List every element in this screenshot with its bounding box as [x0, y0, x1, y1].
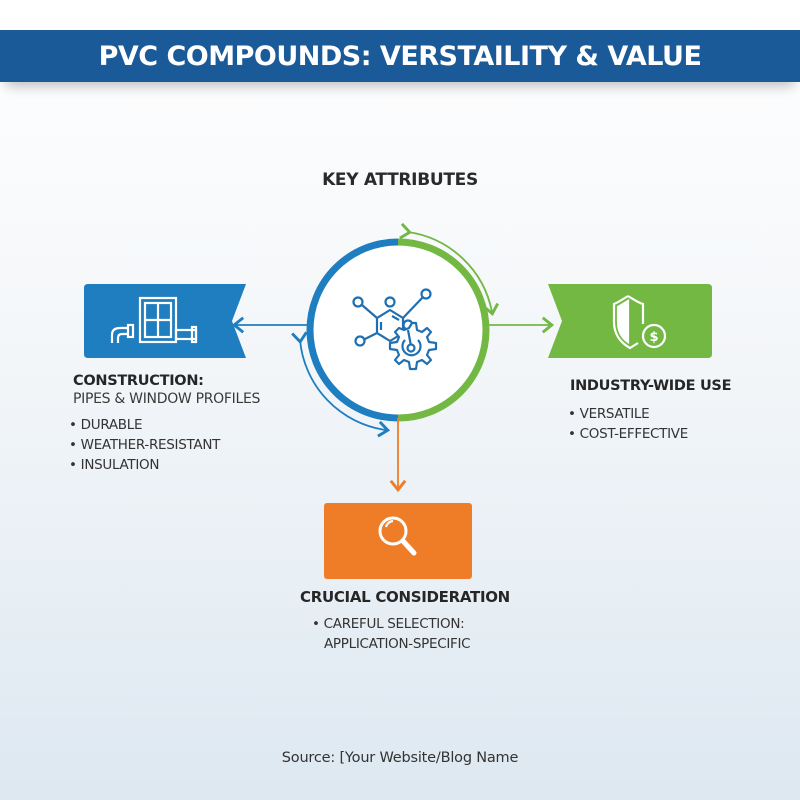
cycle-arrow-green [399, 222, 499, 317]
source-credit: Source: [Your Website/Blog Name [281, 750, 519, 766]
svg-text:$: $ [649, 330, 658, 345]
consideration-bullets: CAREFUL SELECTION: APPLICATION-SPECIFIC [312, 614, 520, 654]
window-pipe-icon [110, 296, 198, 344]
bullet-continuation: APPLICATION-SPECIFIC [324, 636, 471, 652]
bullet-item: COST-EFFECTIVE [568, 424, 770, 444]
consideration-card [324, 503, 472, 579]
construction-subheading: PIPES & WINDOW PROFILES [73, 391, 261, 407]
magnifier-icon [378, 516, 417, 556]
consideration-heading: CRUCIAL CONSIDERATION [300, 588, 510, 606]
construction-text: CONSTRUCTION: PIPES & WINDOW PROFILES DU… [73, 373, 313, 475]
bullet-item: VERSATILE [568, 404, 770, 424]
bullet-item: INSULATION [69, 455, 313, 475]
construction-bullets: DURABLE WEATHER-RESISTANT INSULATION [69, 415, 313, 475]
consideration-text: CRUCIAL CONSIDERATION CAREFUL SELECTION:… [300, 588, 520, 654]
industry-text: INDUSTRY-WIDE USE VERSATILE COST-EFFECTI… [570, 378, 770, 444]
bullet-item: CAREFUL SELECTION: [312, 614, 520, 634]
bullet-item: WEATHER-RESISTANT [69, 435, 313, 455]
construction-heading: CONSTRUCTION: [73, 373, 204, 389]
bullet-item: DURABLE [69, 415, 313, 435]
industry-bullets: VERSATILE COST-EFFECTIVE [568, 404, 770, 444]
cycle-arrow-blue [291, 331, 391, 438]
title-banner: PVC COMPOUNDS: VERSTAILITY & VALUE [0, 30, 800, 82]
industry-heading: INDUSTRY-WIDE USE [570, 378, 732, 394]
key-attributes-title: KEY ATTRIBUTES [322, 170, 478, 190]
construction-card [84, 284, 246, 358]
page-title: PVC COMPOUNDS: VERSTAILITY & VALUE [98, 40, 702, 72]
industry-card: $ [548, 284, 712, 358]
shield-dollar-icon [612, 295, 667, 350]
